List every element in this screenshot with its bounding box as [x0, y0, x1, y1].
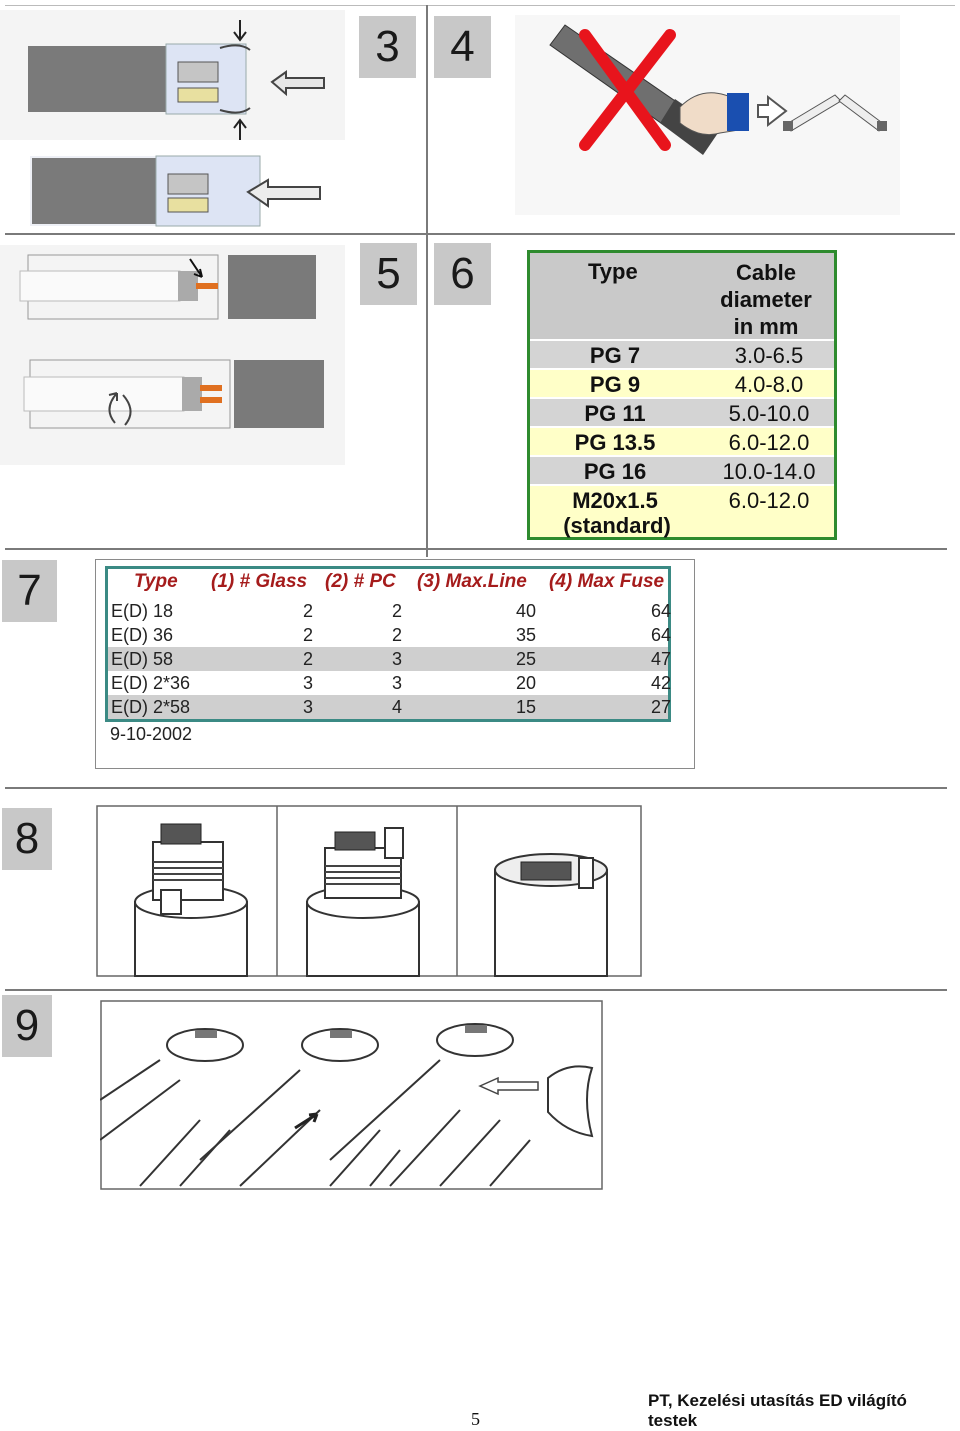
cable-type: PG 11	[584, 401, 646, 426]
fuse-cell-maxfuse: 42	[651, 673, 672, 693]
cable-table-header-type: Type	[588, 259, 638, 284]
step-3-label: 3	[359, 16, 416, 78]
fuse-cell-glass: 2	[303, 625, 314, 645]
document-title: PT, Kezelési utasítás ED világító testek	[648, 1391, 907, 1430]
step-4-illustration	[515, 15, 900, 215]
cable-table-row: PG 16 10.0-14.0	[530, 457, 834, 486]
cable-table-row: M20x1.5 (standard) 6.0-12.0	[530, 486, 834, 538]
fuse-cell-pc: 4	[392, 697, 403, 717]
step-9-illustration	[100, 1000, 603, 1190]
fuse-row: E(D) 18 2 2 40 64	[108, 599, 672, 623]
fuse-table-date: 9-10-2002	[110, 724, 193, 744]
cable-type: PG 7	[589, 343, 641, 368]
fuse-cell-pc: 2	[392, 601, 403, 621]
step-7-label: 7	[2, 560, 57, 622]
header-line-3: in mm	[733, 314, 799, 339]
cable-diameter: 3.0-6.5	[734, 343, 804, 368]
fuse-cell-maxfuse: 64	[651, 601, 672, 621]
fuse-cell-type: E(D) 36	[111, 625, 174, 645]
fuse-cell-maxfuse: 27	[651, 697, 672, 717]
cable-type: PG 9	[589, 372, 641, 397]
fuse-cell-pc: 2	[392, 625, 403, 645]
fuse-header-pc: (2) # PC	[325, 571, 396, 592]
fuse-cell-maxline: 35	[516, 625, 537, 645]
cable-diameter: 10.0-14.0	[722, 459, 816, 484]
divider-row-1	[5, 233, 955, 235]
cable-table-row: PG 7 3.0-6.5	[530, 341, 834, 370]
fuse-header-maxline: (3) Max.Line	[417, 571, 527, 592]
fuse-row: E(D) 2*58 3 4 15 27	[108, 695, 672, 719]
fuse-cell-type: E(D) 2*36	[111, 673, 191, 693]
cable-table-header: Type Cable diameter in mm	[530, 253, 834, 341]
fuse-cell-type: E(D) 18	[111, 601, 174, 621]
fuse-header-type: Type	[134, 571, 178, 592]
divider-row-2	[5, 548, 947, 550]
cable-table-header-diameter: Cable diameter in mm	[716, 259, 816, 340]
step-6-label: 6	[434, 243, 491, 305]
cable-type: PG 16	[583, 459, 647, 484]
fuse-cell-glass: 2	[303, 649, 314, 669]
fuse-cell-pc: 3	[392, 649, 403, 669]
step-5-illustration	[0, 245, 345, 465]
cable-diameter: 5.0-10.0	[728, 401, 810, 426]
cable-table-row: PG 13.5 6.0-12.0	[530, 428, 834, 457]
cable-table-row: PG 11 5.0-10.0	[530, 399, 834, 428]
cable-type-note: (standard)	[563, 513, 671, 538]
divider-row-3	[5, 787, 947, 789]
divider-vertical-1	[426, 5, 428, 557]
fuse-cell-maxline: 20	[516, 673, 537, 693]
header-line-1: Cable	[736, 260, 796, 285]
step-3-illustration	[0, 10, 345, 227]
step-8-illustration	[96, 805, 642, 977]
fuse-header-maxfuse: (4) Max Fuse	[549, 571, 665, 592]
fuse-cell-glass: 3	[303, 673, 314, 693]
divider-top	[5, 5, 955, 6]
fuse-cell-type: E(D) 2*58	[111, 697, 191, 717]
fuse-cell-type: E(D) 58	[111, 649, 174, 669]
fuse-cell-maxline: 25	[516, 649, 537, 669]
fuse-table: Type (1) # Glass (2) # PC (3) Max.Line (…	[105, 566, 671, 722]
cable-diameter: 6.0-12.0	[728, 488, 810, 513]
cable-table-row: PG 9 4.0-8.0	[530, 370, 834, 399]
header-line-2: diameter	[720, 287, 812, 312]
fuse-cell-glass: 3	[303, 697, 314, 717]
fuse-cell-maxline: 15	[516, 697, 537, 717]
fuse-cell-glass: 2	[303, 601, 314, 621]
step-5-label: 5	[360, 243, 417, 305]
step-4-label: 4	[434, 16, 491, 78]
cable-type: M20x1.5	[572, 488, 658, 513]
cable-diameter: 6.0-12.0	[728, 430, 810, 455]
fuse-header-glass: (1) # Glass	[211, 571, 308, 592]
cable-diameter: 4.0-8.0	[734, 372, 804, 397]
fuse-cell-pc: 3	[392, 673, 403, 693]
page-number: 5	[471, 1409, 480, 1429]
divider-row-4	[5, 989, 947, 991]
fuse-cell-maxline: 40	[516, 601, 537, 621]
fuse-row: E(D) 36 2 2 35 64	[108, 623, 672, 647]
step-9-label: 9	[2, 995, 52, 1057]
step-8-label: 8	[2, 808, 52, 870]
cable-type: PG 13.5	[574, 430, 656, 455]
fuse-row: E(D) 58 2 3 25 47	[108, 647, 672, 671]
fuse-cell-maxfuse: 64	[651, 625, 672, 645]
fuse-cell-maxfuse: 47	[651, 649, 672, 669]
fuse-row: E(D) 2*36 3 3 20 42	[108, 671, 672, 695]
cable-diameter-table: Type Cable diameter in mm PG 7 3.0-6.5 P…	[527, 250, 837, 540]
